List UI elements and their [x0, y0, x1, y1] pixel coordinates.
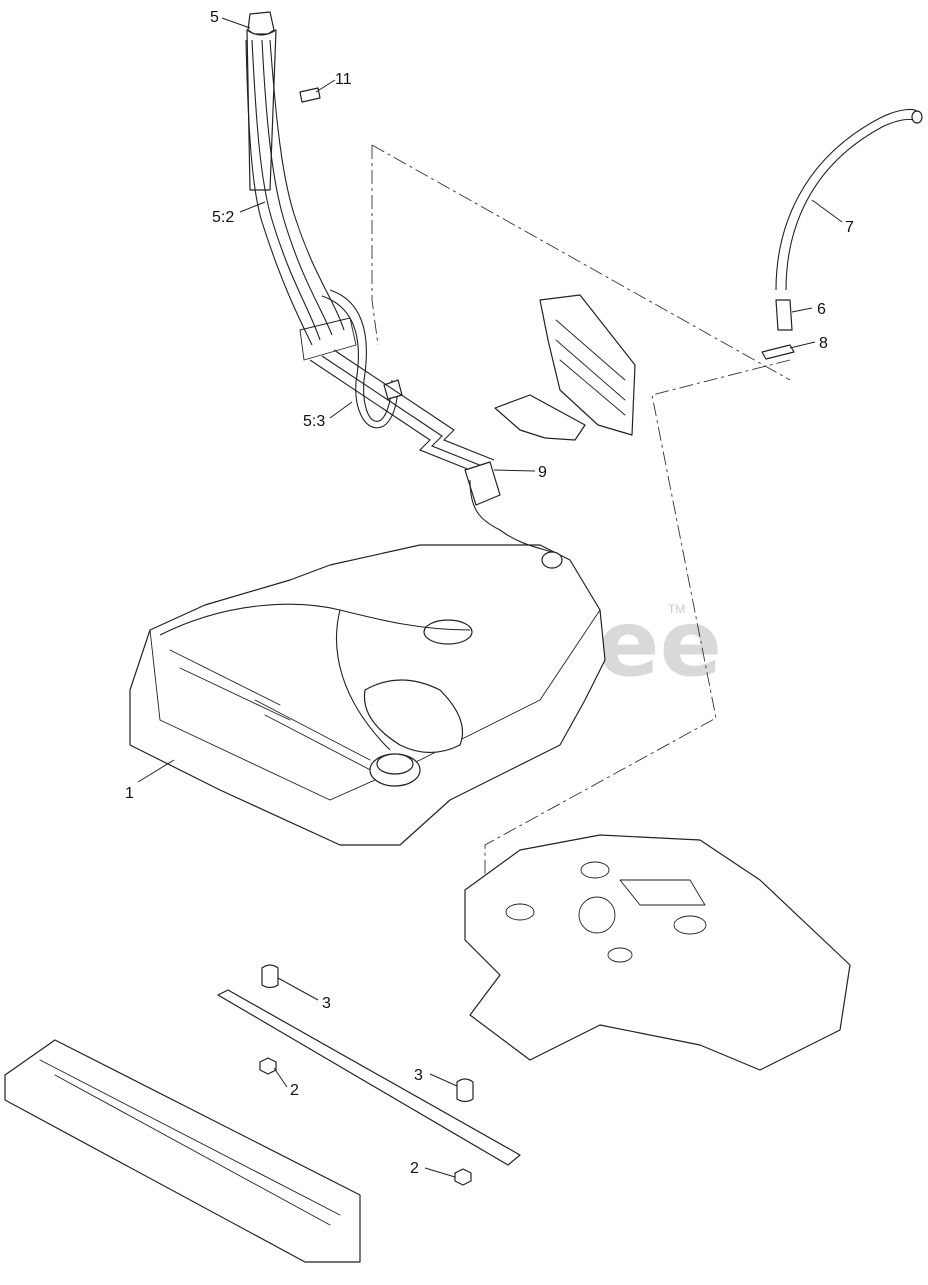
callout-1: 1: [125, 785, 134, 802]
callout-5-3: 5:3: [303, 413, 325, 430]
mounting-bracket: [494, 294, 636, 441]
hose-clip: [299, 87, 321, 103]
crossbar: [217, 989, 521, 1166]
vent-hose: [775, 108, 923, 291]
hose-clamp: [464, 461, 501, 506]
callout-2-lower: 2: [410, 1160, 419, 1177]
callout-6: 6: [817, 301, 826, 318]
hose-barb: [761, 344, 795, 360]
frame-rail-left: [4, 1039, 361, 1263]
callout-9: 9: [538, 464, 547, 481]
vent-fitting: [775, 299, 793, 331]
callout-11: 11: [335, 71, 352, 88]
chassis-plate: [464, 834, 851, 1071]
callout-5-2: 5:2: [212, 209, 234, 226]
assembly-lines: [371, 144, 791, 890]
callout-2-upper: 2: [290, 1082, 299, 1099]
callout-3-upper: 3: [322, 995, 331, 1012]
watermark-trademark: TM: [668, 602, 685, 616]
leader-lines: [137, 17, 843, 1178]
callout-5: 5: [210, 9, 219, 26]
callout-labels: 5 11 5:2 7 6 8 5:3 9 1 3 2 3 2: [125, 9, 854, 1177]
fuel-filler-neck: [245, 11, 495, 471]
callout-7: 7: [845, 219, 854, 236]
rubber-bumper: [261, 964, 474, 1103]
callout-3-lower: 3: [414, 1067, 423, 1084]
lock-nut: [259, 1057, 472, 1186]
fuel-tank: [129, 479, 606, 846]
callout-8: 8: [819, 335, 828, 352]
